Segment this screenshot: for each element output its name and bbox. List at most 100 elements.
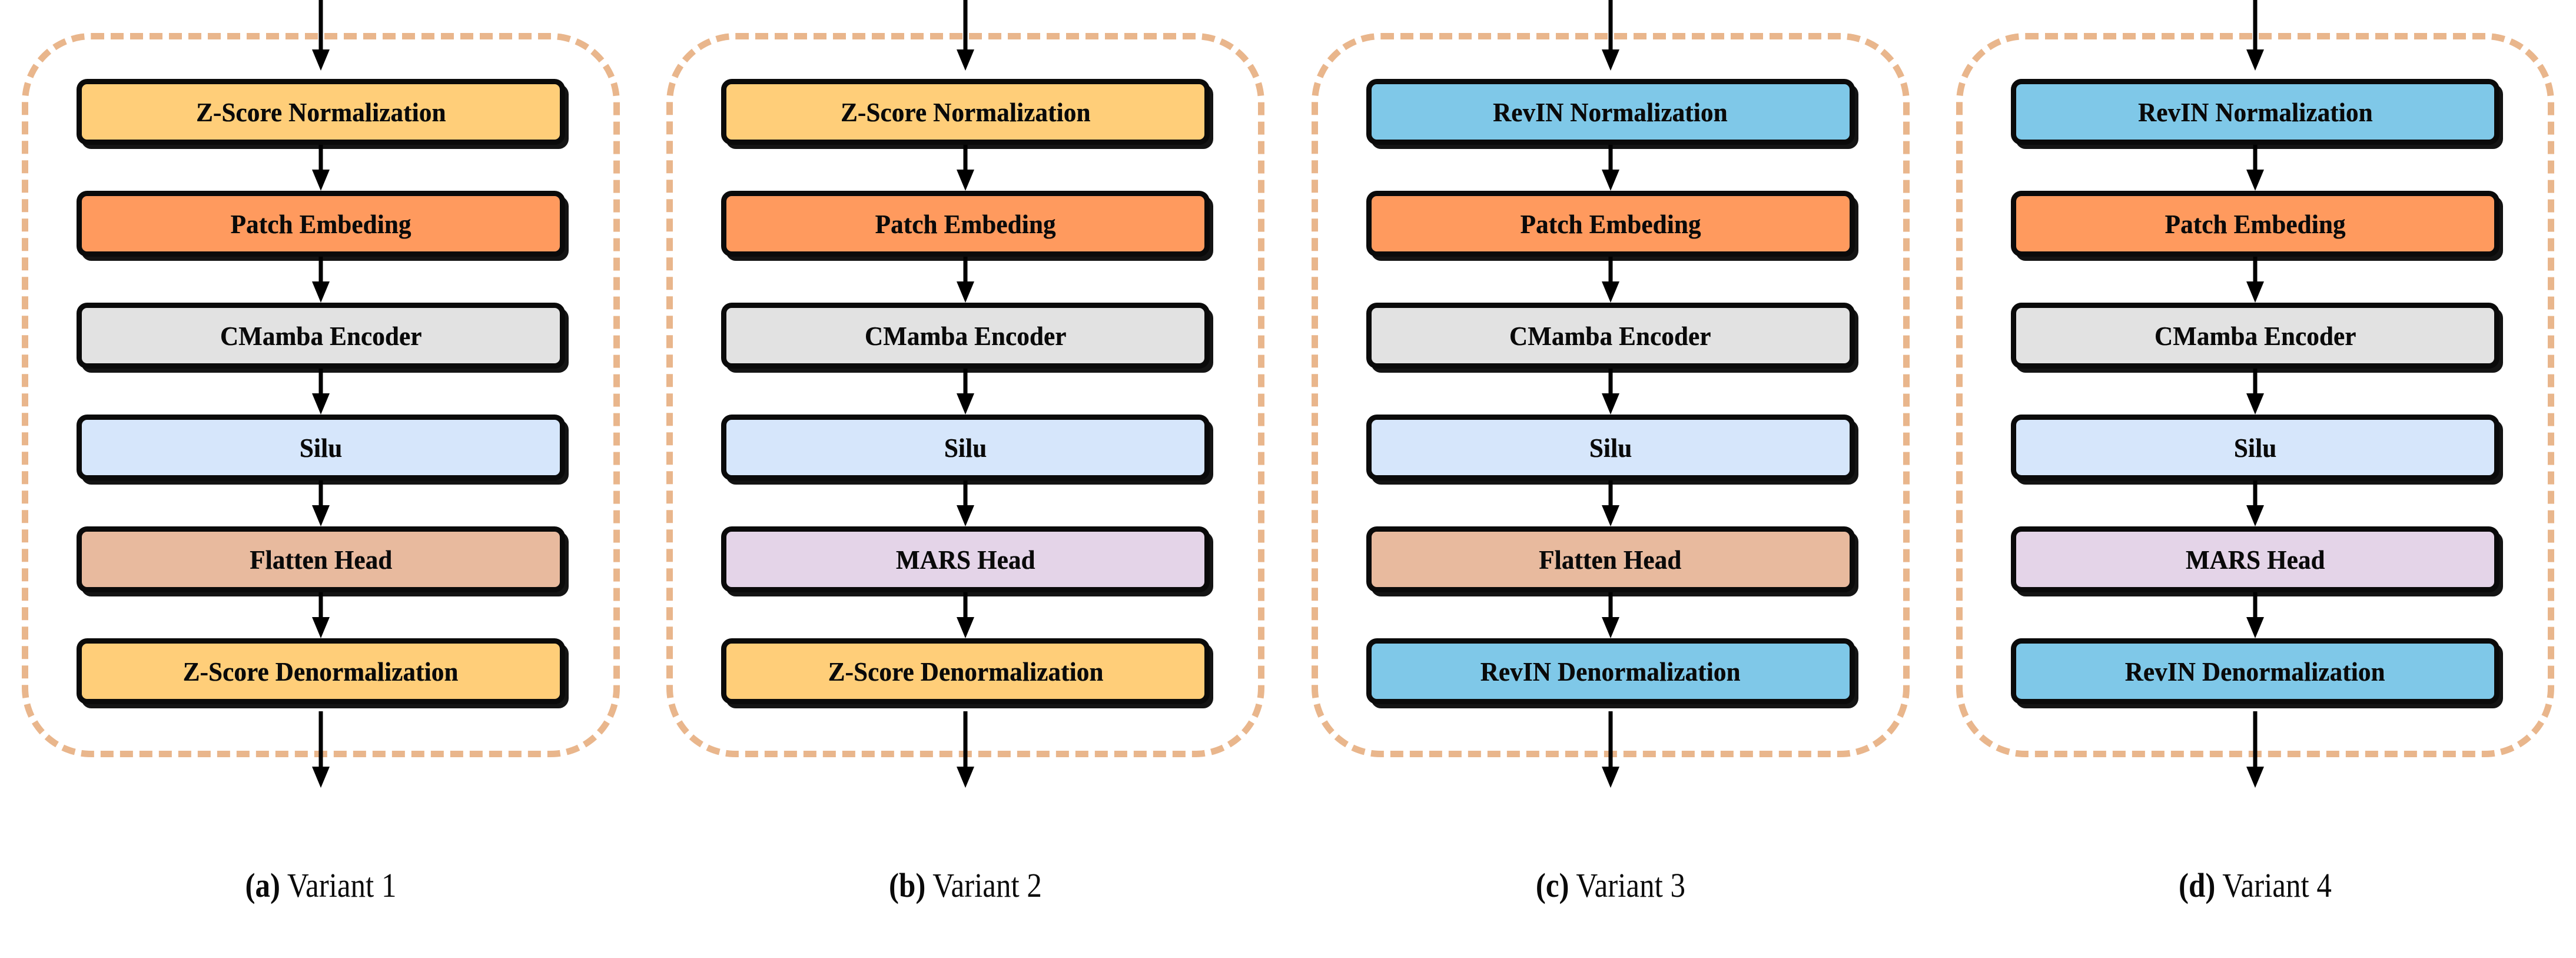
variant-caption: (a) Variant 1 [46, 866, 596, 905]
node-cmamba-encoder[interactable]: CMamba Encoder [1366, 303, 1855, 369]
node-zscore-normalization[interactable]: Z-Score Normalization [77, 79, 565, 145]
arrow-down-icon [2246, 369, 2264, 415]
flow-connector-arrow-icon [1593, 369, 1628, 415]
node-patch-embedding[interactable]: Patch Embeding [77, 191, 565, 257]
node-revin-denormalization[interactable]: RevIN Denormalization [2010, 638, 2499, 704]
node-patch-embedding[interactable]: Patch Embeding [2010, 191, 2499, 257]
flow-connector-arrow-icon [948, 369, 983, 415]
arrow-down-icon [2246, 480, 2264, 526]
input-arrow-icon [2238, 0, 2273, 71]
node-label: Z-Score Denormalization [183, 656, 459, 687]
output-arrow-icon [1593, 711, 1628, 788]
flow-connector-arrow-icon [2238, 592, 2273, 638]
node-mars-head[interactable]: MARS Head [721, 526, 1210, 592]
node-label: Z-Score Normalization [195, 97, 446, 127]
arrow-down-icon [1601, 369, 1619, 415]
arrow-down-icon [2246, 0, 2264, 71]
flow-connector-arrow-icon [303, 592, 338, 638]
arrow-down-icon [2246, 711, 2264, 788]
flow-connector-arrow-icon [2238, 145, 2273, 191]
arrow-down-icon [957, 369, 975, 415]
node-label: CMamba Encoder [865, 320, 1067, 351]
node-label: RevIN Normalization [1493, 97, 1728, 127]
flow-connector-arrow-icon [303, 257, 338, 303]
node-zscore-denormalization[interactable]: Z-Score Denormalization [721, 638, 1210, 704]
variant-caption: (d) Variant 4 [1980, 866, 2531, 905]
caption-text: Variant 1 [280, 866, 397, 904]
node-patch-embedding[interactable]: Patch Embeding [721, 191, 1210, 257]
node-silu[interactable]: Silu [2010, 415, 2499, 480]
arrow-down-icon [957, 711, 975, 788]
node-silu[interactable]: Silu [1366, 415, 1855, 480]
output-arrow-icon [2238, 711, 2273, 788]
node-label: Silu [299, 432, 343, 463]
node-zscore-denormalization[interactable]: Z-Score Denormalization [77, 638, 565, 704]
arrow-down-icon [2246, 257, 2264, 303]
variant-caption: (c) Variant 3 [1335, 866, 1885, 905]
node-label: RevIN Normalization [2137, 97, 2373, 127]
node-label: CMamba Encoder [220, 320, 422, 351]
arrow-down-icon [957, 145, 975, 191]
flow-connector-arrow-icon [2238, 369, 2273, 415]
flow-connector-arrow-icon [948, 145, 983, 191]
flow-connector-arrow-icon [948, 592, 983, 638]
variant-caption: (b) Variant 2 [691, 866, 1241, 905]
output-arrow-icon [303, 711, 338, 788]
caption-letter: (c) [1535, 866, 1569, 904]
node-label: Patch Embeding [230, 208, 411, 239]
arrow-down-icon [312, 480, 330, 526]
caption-text: Variant 3 [1569, 866, 1685, 904]
arrow-down-icon [957, 592, 975, 638]
flow-connector-arrow-icon [303, 145, 338, 191]
output-arrow-icon [948, 711, 983, 788]
node-silu[interactable]: Silu [77, 415, 565, 480]
caption-letter: (a) [245, 866, 281, 904]
node-revin-normalization[interactable]: RevIN Normalization [2010, 79, 2499, 145]
input-arrow-icon [303, 0, 338, 71]
node-cmamba-encoder[interactable]: CMamba Encoder [2010, 303, 2499, 369]
flow-connector-arrow-icon [1593, 145, 1628, 191]
node-cmamba-encoder[interactable]: CMamba Encoder [77, 303, 565, 369]
node-label: CMamba Encoder [1509, 320, 1711, 351]
arrow-down-icon [1601, 0, 1619, 71]
node-label: Patch Embeding [875, 208, 1056, 239]
arrow-down-icon [957, 257, 975, 303]
node-patch-embedding[interactable]: Patch Embeding [1366, 191, 1855, 257]
node-flatten-head[interactable]: Flatten Head [77, 526, 565, 592]
flow-connector-arrow-icon [1593, 592, 1628, 638]
arrow-down-icon [1601, 711, 1619, 788]
flow-connector-arrow-icon [2238, 257, 2273, 303]
node-label: MARS Head [2185, 544, 2325, 575]
arrow-down-icon [1601, 145, 1619, 191]
caption-letter: (b) [889, 866, 926, 904]
arrow-down-icon [2246, 592, 2264, 638]
arrow-down-icon [312, 257, 330, 303]
node-label: Patch Embeding [2165, 208, 2346, 239]
node-flatten-head[interactable]: Flatten Head [1366, 526, 1855, 592]
node-cmamba-encoder[interactable]: CMamba Encoder [721, 303, 1210, 369]
node-revin-denormalization[interactable]: RevIN Denormalization [1366, 638, 1855, 704]
node-silu[interactable]: Silu [721, 415, 1210, 480]
arrow-down-icon [1601, 480, 1619, 526]
node-mars-head[interactable]: MARS Head [2010, 526, 2499, 592]
node-revin-normalization[interactable]: RevIN Normalization [1366, 79, 1855, 145]
flow-connector-arrow-icon [948, 480, 983, 526]
node-label: Z-Score Normalization [841, 97, 1091, 127]
node-label: RevIN Denormalization [1480, 656, 1741, 687]
arrow-down-icon [957, 480, 975, 526]
node-label: Silu [1589, 432, 1632, 463]
node-label: Flatten Head [249, 544, 393, 575]
flow-connector-arrow-icon [303, 480, 338, 526]
arrow-down-icon [312, 369, 330, 415]
node-zscore-normalization[interactable]: Z-Score Normalization [721, 79, 1210, 145]
flow-connector-arrow-icon [1593, 480, 1628, 526]
arrow-down-icon [2246, 145, 2264, 191]
flow-connector-arrow-icon [303, 369, 338, 415]
arrow-down-icon [312, 145, 330, 191]
